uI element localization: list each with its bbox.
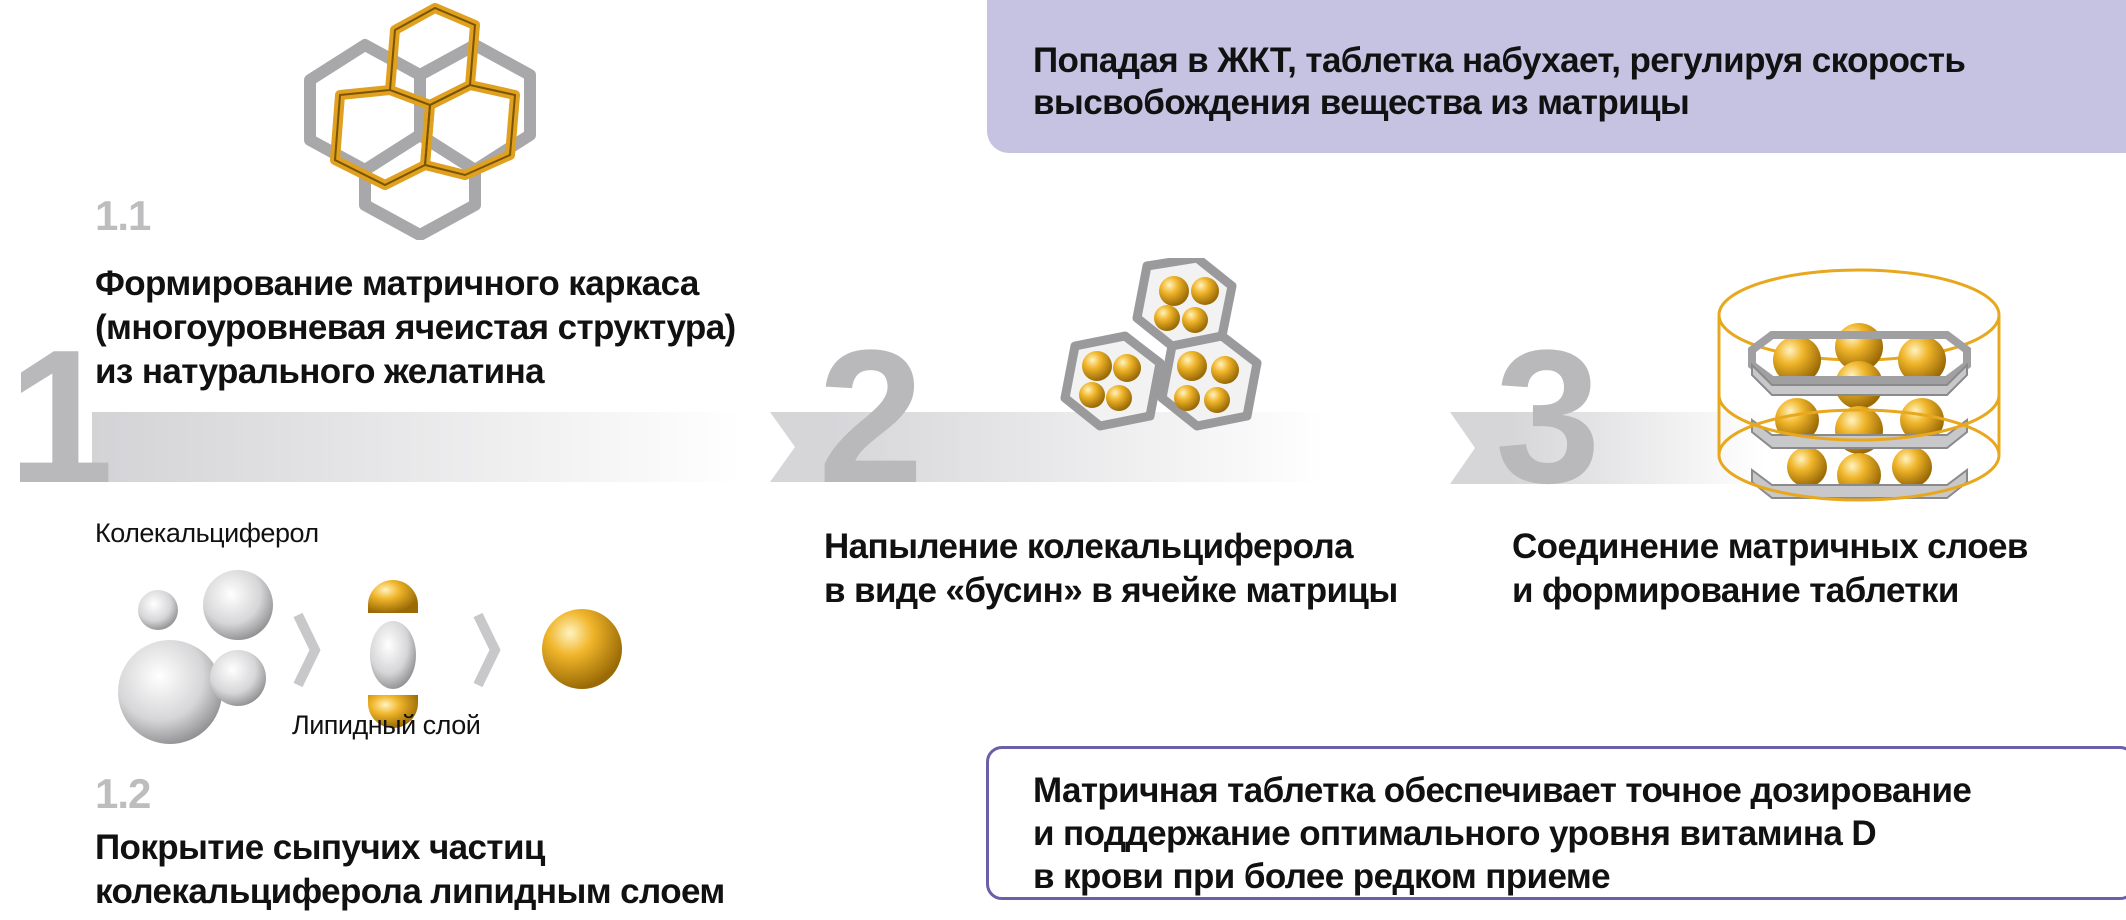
bottom-note-line: в крови при более редком приеме [1033,857,1611,896]
heading-line: Напыление колекальциферола [824,527,1354,566]
heading-line: из натурального желатина [95,352,545,391]
step-number-2: 2 [818,311,924,523]
top-note-line: высвобождения вещества из матрицы [1033,83,1690,122]
heading-line: и формирование таблетки [1512,571,1959,610]
progress-band-3 [1510,412,1765,484]
tablet-layers-icon [1717,268,2001,502]
bottom-note-box: Матричная таблетка обеспечивает точное д… [986,746,2126,900]
lipid-coating-diagram [118,570,622,744]
lipid-cap-top-icon [368,580,418,613]
bottom-note-text: Матричная таблетка обеспечивает точное д… [1033,769,1972,898]
progress-band-1 [92,412,742,482]
bottom-note-line: и поддержание оптимального уровня витами… [1033,814,1877,853]
step-2-heading: Напыление колекальциферола в виде «бусин… [824,525,1398,613]
particle-icon [203,570,273,640]
step-3-heading: Соединение матричных слоев и формировани… [1512,525,2028,613]
lipid-layer-label: Липидный слой [292,710,481,740]
particle-core-icon [370,621,416,689]
heading-line: в виде «бусин» в ячейке матрицы [824,571,1398,610]
heading-line: колекальциферола липидным слоем [95,872,725,911]
particle-icon [118,640,222,744]
heading-line: (многоуровневая ячеистая структура) [95,308,736,347]
particle-icon [138,590,178,630]
heading-line: Покрытие сыпучих частиц [95,828,545,867]
particle-icon [210,650,266,706]
substep-1-1-heading: Формирование матричного каркаса (многоур… [95,262,736,394]
lipid-cap-bottom-icon [368,695,418,728]
top-note-box: Попадая в ЖКТ, таблетка набухает, регули… [987,0,2126,153]
substep-number-1-1: 1.1 [95,192,151,239]
substep-1-2-heading: Покрытие сыпучих частиц колекальциферола… [95,826,725,914]
cholecalciferol-label: Колекальциферол [95,518,319,548]
step-number-1: 1 [8,311,114,523]
beads-in-cells-icon [1060,258,1262,431]
progress-band-2 [830,412,1325,482]
chevron-right-icon [293,612,321,688]
bottom-note-line: Матричная таблетка обеспечивает точное д… [1033,771,1972,810]
band-chevron-2 [770,412,830,482]
chevron-right-icon [473,612,501,688]
coated-particle-icon [542,609,622,689]
band-chevron-3 [1450,412,1510,484]
heading-line: Формирование матричного каркаса [95,264,699,303]
step-number-3: 3 [1495,311,1601,523]
substep-number-1-2: 1.2 [95,770,151,817]
heading-line: Соединение матричных слоев [1512,527,2028,566]
top-note-line: Попадая в ЖКТ, таблетка набухает, регули… [1033,41,1966,80]
honeycomb-frame-icon [304,3,536,240]
top-note-text: Попадая в ЖКТ, таблетка набухает, регули… [1033,40,1966,124]
